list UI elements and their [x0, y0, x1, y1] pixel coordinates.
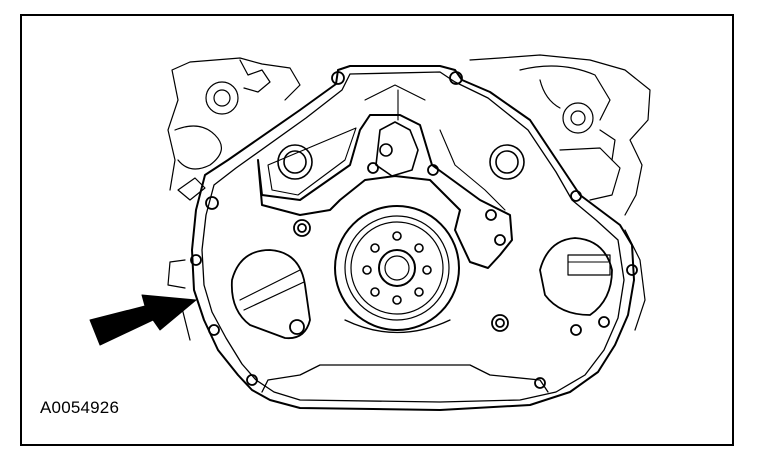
cam-bosses [277, 84, 525, 180]
arrow-pointer-icon [89, 294, 197, 346]
right-access-cover [539, 237, 613, 316]
engine-block-background [167, 54, 651, 341]
figure-identifier: A0054926 [40, 398, 120, 417]
cover-bolt-holes [190, 71, 638, 389]
left-access-cover [230, 249, 311, 340]
figure-frame [20, 14, 734, 446]
front-cover-outline [191, 65, 635, 411]
crankshaft-flange [334, 205, 460, 334]
